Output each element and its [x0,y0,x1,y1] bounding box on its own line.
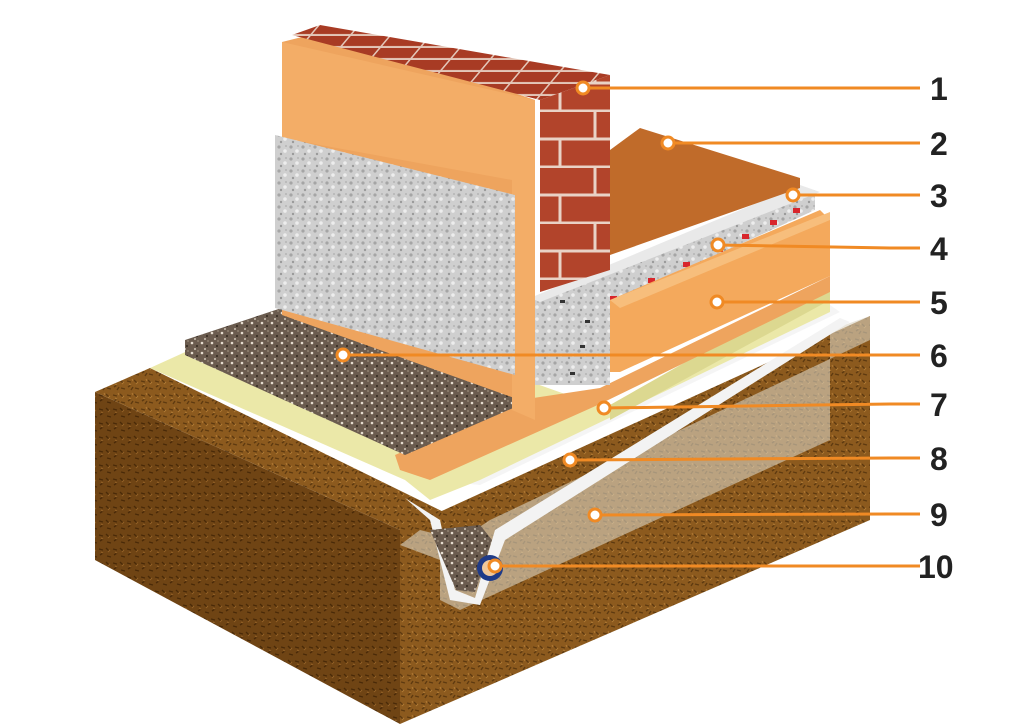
callout-dot-7 [596,400,612,416]
callout-number-1: 1 [930,71,948,107]
brick-wall-face [540,75,610,292]
leader-line-7 [603,402,920,410]
concrete-plinth-panel [275,135,515,375]
callout-dot-3 [785,187,801,203]
drainage-trench-edge [400,316,870,610]
callout-number-7: 7 [930,387,948,423]
soil-block-left-face [95,392,400,724]
callout-number-10: 10 [918,549,954,585]
callout-number-5: 5 [930,285,948,321]
wall-insulation-face [282,42,535,420]
backfill-gravel-area [185,292,520,455]
callout-dot-9 [587,507,603,523]
soil-block-top-edge [95,368,460,530]
leader-line-8 [569,456,920,462]
thermal-insulation-board-top [610,212,830,308]
leader-line-4 [717,243,920,250]
callout-dot-4 [710,237,726,253]
callout-dot-5 [709,294,725,310]
brick-wall-top [292,25,610,100]
floor-slab [610,128,800,255]
callout-markers [335,80,801,574]
insulation-ledge [395,276,830,480]
callout-number-8: 8 [930,441,948,477]
callout-dot-1 [575,80,591,96]
callout-numbers: 1 2 3 4 5 6 7 8 9 10 [918,71,954,585]
callout-number-3: 3 [930,178,948,214]
callout-number-9: 9 [930,497,948,533]
thermal-insulation-board [610,210,830,372]
callout-dot-8 [562,452,578,468]
callout-number-6: 6 [930,338,948,374]
callout-leader-lines [343,86,920,568]
callout-dot-6 [335,347,351,363]
callout-dot-10 [487,558,503,574]
trench-gravel [430,525,492,592]
callout-number-2: 2 [930,126,948,162]
callout-number-4: 4 [930,231,948,267]
callout-dot-2 [660,135,676,151]
trench-lining [405,318,850,605]
concrete-block-wall-top [530,185,820,302]
leader-line-9 [594,512,920,517]
